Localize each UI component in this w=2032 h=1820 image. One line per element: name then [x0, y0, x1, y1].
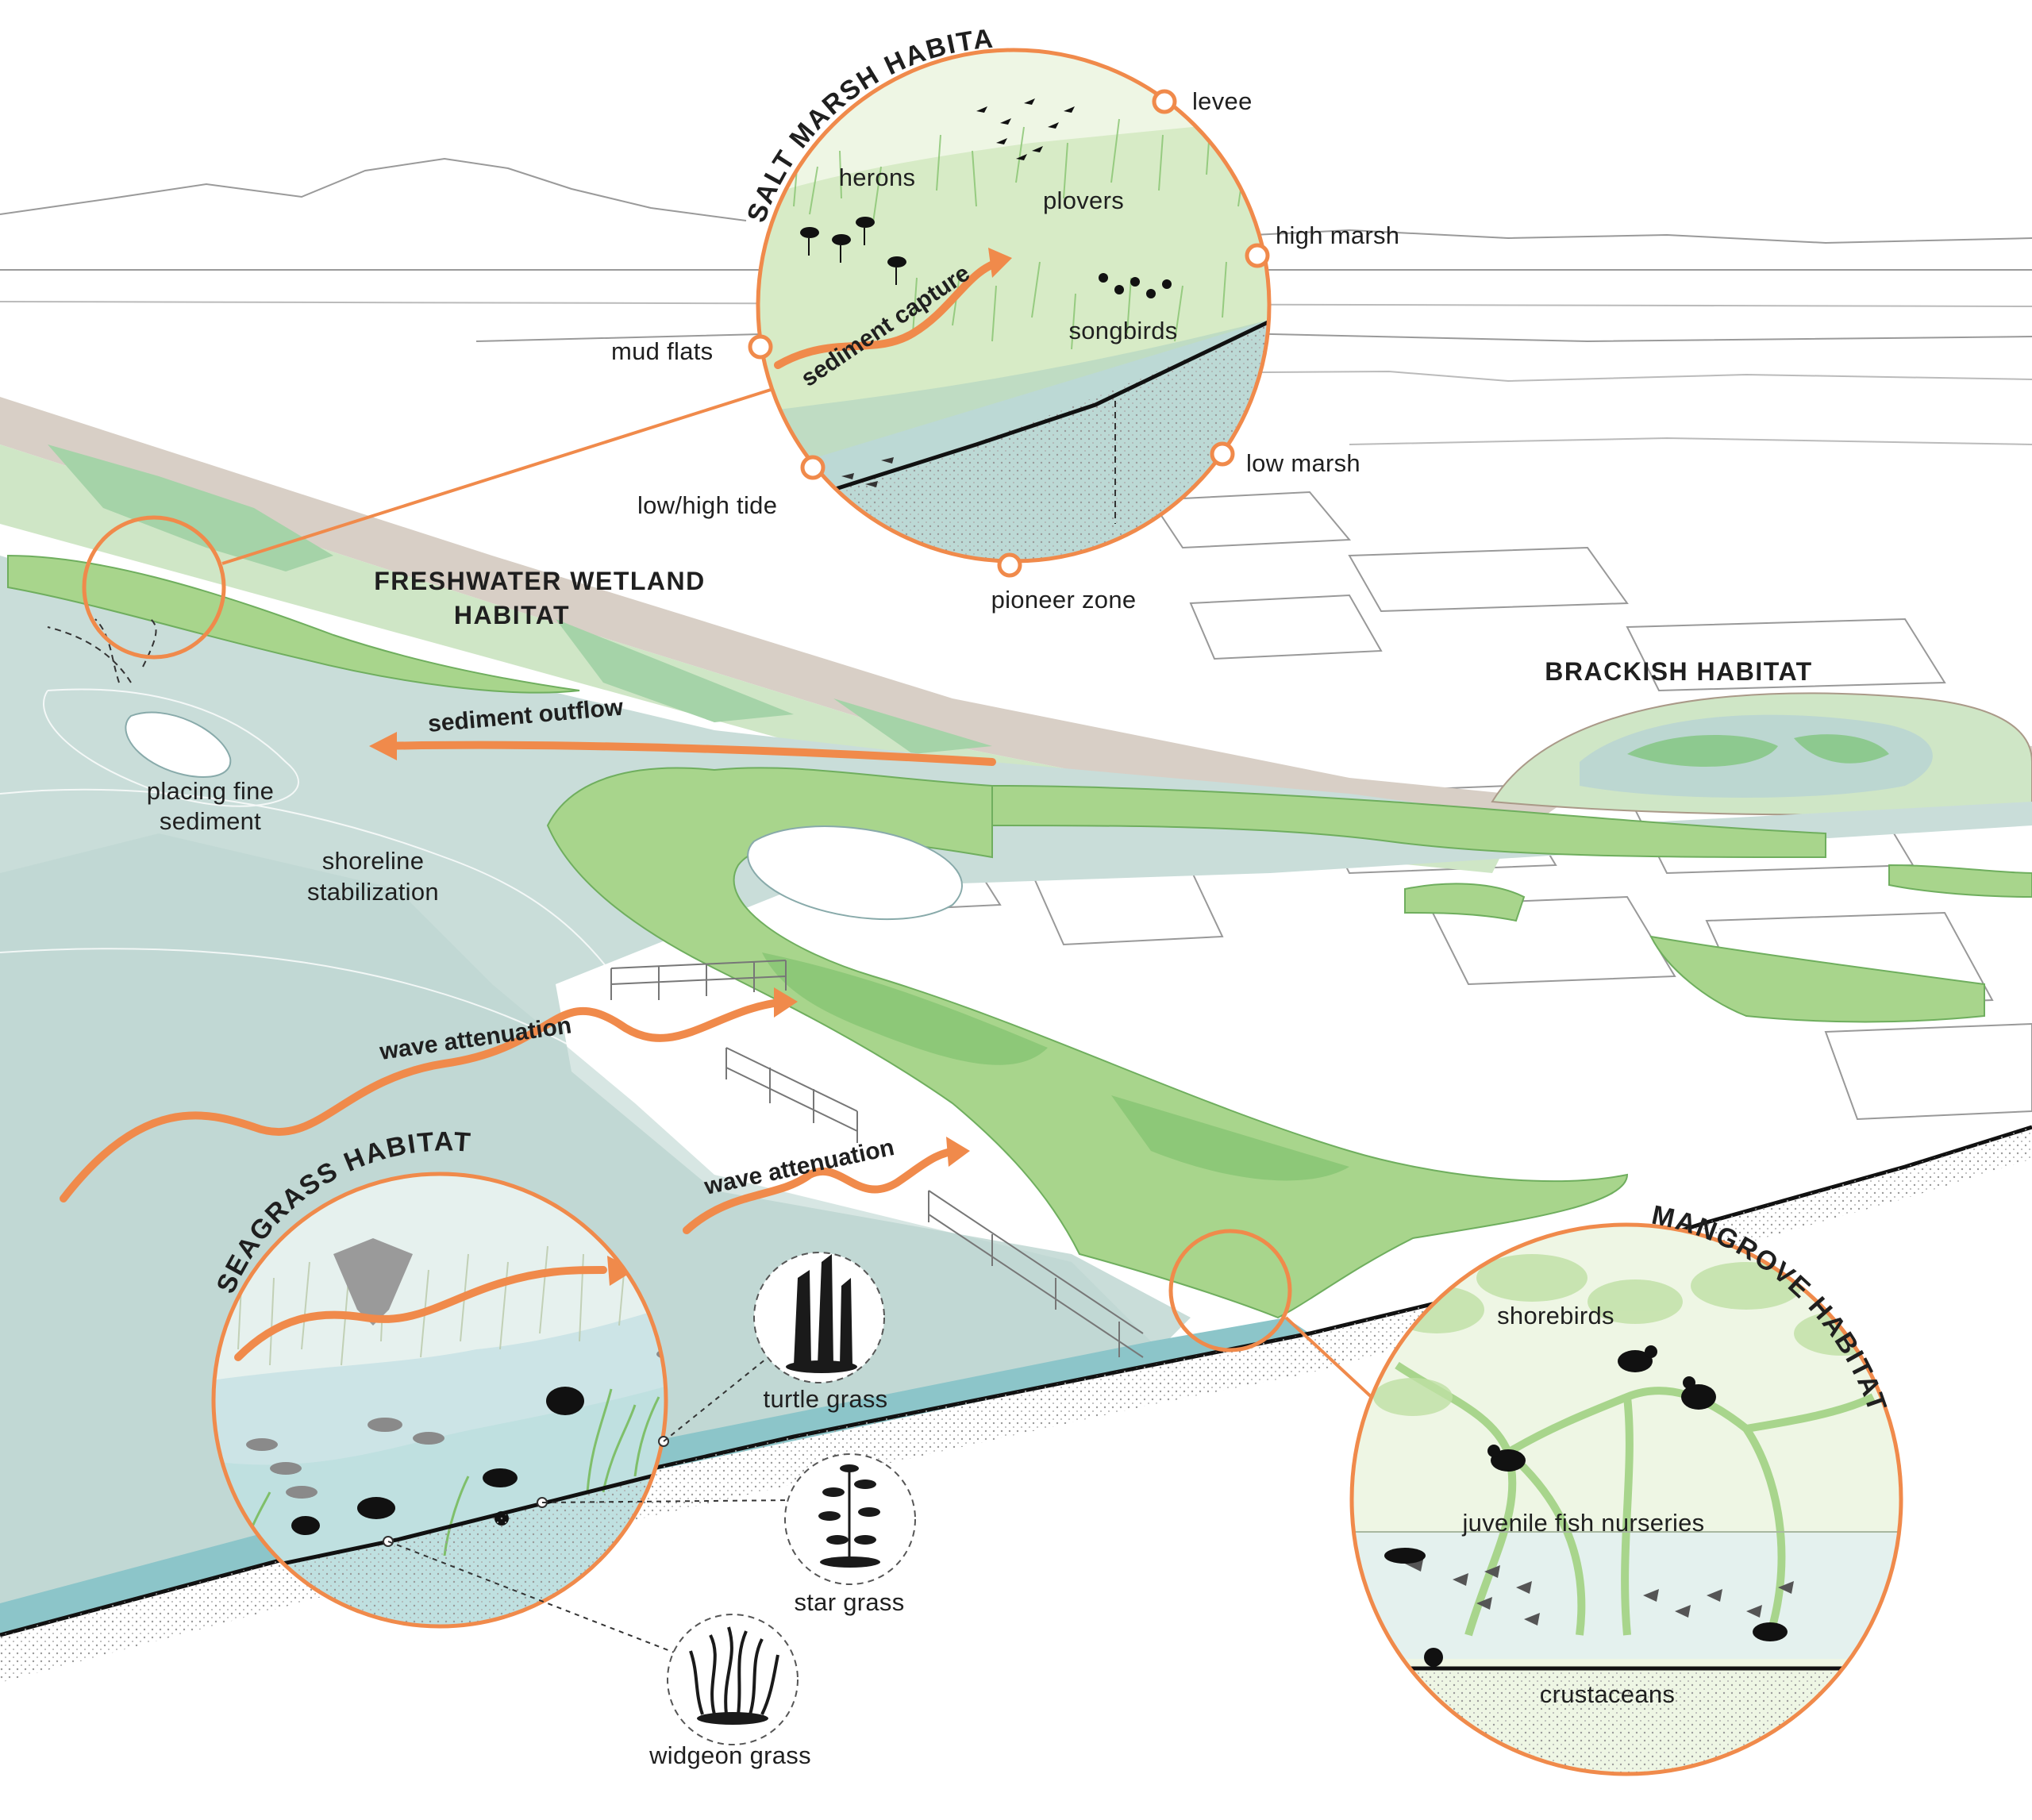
- manta-ray-icon: [333, 1238, 413, 1326]
- plovers-label: plovers: [1042, 187, 1125, 214]
- freshwater-marsh-strip: [7, 554, 580, 694]
- levee-label: levee: [1192, 87, 1253, 115]
- herons-icon: [800, 217, 906, 285]
- sediment-dash-arrows: [47, 618, 157, 683]
- songbirds-icon: [1099, 273, 1172, 298]
- brackish-habitat-title: BRACKISH HABITAT: [1545, 657, 1813, 686]
- seagrass-fish: [246, 1349, 666, 1499]
- juvenile-fish-icon: [1384, 1548, 1794, 1641]
- shorebird-icon: [1487, 1345, 1716, 1472]
- brackish-lagoon: [1491, 692, 2032, 816]
- mud-flats-label: mud flats: [611, 337, 714, 365]
- arrowheads: [369, 732, 970, 1167]
- pioneer-zone-label: pioneer zone: [991, 586, 1137, 614]
- widgeon-grass-icon: [667, 1614, 799, 1745]
- star-grass-label: star grass: [794, 1588, 905, 1616]
- herons-label: herons: [838, 164, 916, 191]
- inner-lagoon: [747, 825, 963, 921]
- juvenile-fish-nurseries-label: juvenile fish nurseries: [1462, 1509, 1705, 1537]
- salt-marsh-callout: [748, 48, 1272, 578]
- fish-icon: [357, 1497, 395, 1519]
- wave-arrow-2: [683, 1147, 964, 1234]
- seagrass-wave-arrow: [234, 1266, 607, 1361]
- sediment-mound: [125, 711, 232, 778]
- crab-icon: [1424, 1648, 1443, 1667]
- mangrove-forest: [546, 767, 2032, 1319]
- fish-icon: [841, 457, 894, 487]
- crustaceans-label: crustaceans: [1539, 1680, 1676, 1708]
- contour-lines: [0, 688, 953, 1207]
- zoom-markers: [82, 515, 1292, 1352]
- shorebirds-label: shorebirds: [1497, 1302, 1614, 1329]
- freshwater-habitat-title-line2: HABITAT: [453, 601, 571, 629]
- turtle-grass-icon: [753, 1252, 885, 1383]
- songbirds-label: songbirds: [1068, 317, 1178, 344]
- shoreline-stabilization-line1: shoreline: [321, 847, 425, 875]
- low-marsh-label: low marsh: [1246, 449, 1360, 477]
- mangrove-shade: [762, 952, 1349, 1181]
- high-marsh-label: high marsh: [1276, 221, 1400, 249]
- process-arrows: [60, 741, 996, 1234]
- star-grass-icon: [784, 1453, 916, 1585]
- turtle-icon: [546, 1387, 584, 1415]
- wave-arrow-1: [60, 998, 790, 1202]
- widgeon-grass-label: widgeon grass: [649, 1741, 811, 1769]
- placing-fine-sediment-line2: sediment: [159, 807, 262, 835]
- shoreline-stabilization-line2: stabilization: [307, 878, 439, 906]
- sediment-outflow-arrow: [377, 741, 996, 766]
- freshwater-habitat-title-line1: FRESHWATER WETLAND: [374, 567, 706, 595]
- mangrove-callout: [1349, 1222, 1903, 1776]
- wave-breaker-fences: [610, 960, 1144, 1358]
- low-high-tide-label: low/high tide: [637, 491, 778, 519]
- placing-fine-sediment-line1: placing fine: [146, 777, 275, 805]
- sediment-capture-arrow: [774, 258, 1004, 369]
- turtle-grass-label: turtle grass: [763, 1385, 888, 1413]
- salt-marsh-nodes: [748, 89, 1270, 578]
